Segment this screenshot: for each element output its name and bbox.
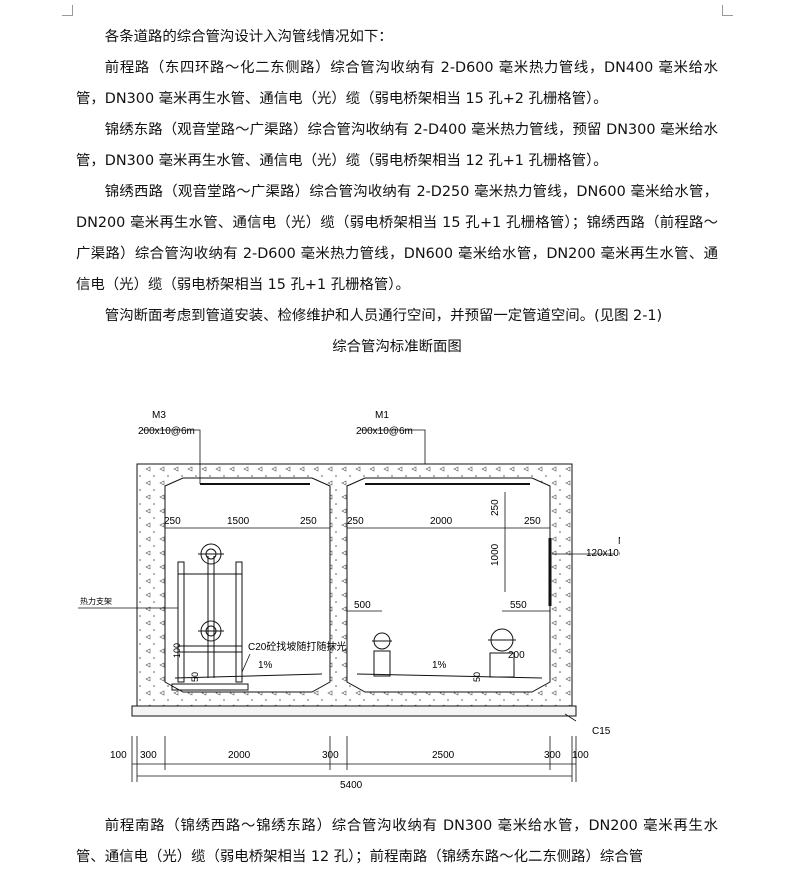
heat-pipe-support-frame — [171, 543, 249, 691]
paragraph-qiancheng-south-road: 前程南路（锦绣西路～锦绣东路）综合管沟收纳有 DN300 毫米给水管，DN200… — [76, 818, 718, 865]
water-pipe-left — [372, 632, 392, 677]
leader-lines — [78, 429, 615, 722]
dim-50-b: 50 — [472, 672, 482, 682]
m2-label: M2 — [618, 536, 620, 547]
left-floor-slope — [174, 673, 323, 679]
dim-250-b: 250 — [300, 516, 317, 527]
tunnel-concrete-structure — [131, 463, 577, 717]
heat-support-label: 热力支架 — [80, 596, 112, 606]
dim-1000: 1000 — [490, 543, 501, 566]
slope-right: 1% — [432, 660, 447, 671]
paragraph-qiancheng-road: 前程路（东四环路～化二东侧路）综合管沟收纳有 2-D600 毫米热力管线，DN4… — [76, 60, 718, 107]
m1-spec: 200x10@6m — [356, 426, 413, 437]
slope-left: 1% — [258, 660, 273, 671]
dim-bottom-100: 100 — [110, 750, 127, 761]
dim-100-small: 100 — [172, 643, 182, 658]
water-pipe-right — [488, 628, 516, 678]
dim-50: 50 — [190, 672, 200, 682]
paragraph-section-space: 管沟断面考虑到管道安装、检修维护和人员通行空间，并预留一定管道空间。(见图 2-… — [104, 308, 663, 324]
dim-2000-top: 2000 — [430, 516, 453, 527]
dim-250-a: 250 — [164, 516, 181, 527]
figure-caption: 综合管沟标准断面图 — [332, 339, 462, 355]
dim-bottom-2000: 2000 — [228, 750, 251, 761]
utility-tunnel-cross-section-drawing: M3 200x10@6m M1 200x10@6m M2 120x10@1m 热… — [60, 396, 620, 796]
dim-bottom-2500: 2500 — [432, 750, 455, 761]
c15-label: C15 — [592, 726, 611, 737]
dim-bottom-300-a: 300 — [140, 750, 157, 761]
interior-dimension-lines — [165, 492, 550, 612]
dim-1500: 1500 — [227, 516, 250, 527]
m3-spec: 200x10@6m — [138, 426, 195, 437]
document-body-continued: 前程南路（锦绣西路～锦绣东路）综合管沟收纳有 DN300 毫米给水管，DN200… — [76, 811, 718, 873]
dim-550: 550 — [510, 600, 527, 611]
page-corner-mark-top-right — [722, 5, 733, 16]
paragraph-jinxiu-east-road: 锦绣东路（观音堂路～广渠路）综合管沟收纳有 2-D400 毫米热力管线，预留 D… — [76, 122, 718, 169]
dim-bottom-100-b: 100 — [572, 750, 589, 761]
dim-bottom-300-b: 300 — [322, 750, 339, 761]
dim-250-vertical: 250 — [490, 499, 501, 516]
dim-total-width: 5400 — [340, 780, 363, 791]
c20-note: C20砼找坡随打随抹光 — [248, 640, 346, 653]
m2-spec: 120x10@1m — [586, 548, 620, 559]
document-body: 各条道路的综合管沟设计入沟管线情况如下： 前程路（东四环路～化二东侧路）综合管沟… — [76, 22, 718, 363]
page-corner-mark-top-left — [62, 5, 73, 16]
dim-500: 500 — [354, 600, 371, 611]
dim-200: 200 — [508, 650, 525, 661]
dim-250-c: 250 — [347, 516, 364, 527]
m1-label: M1 — [375, 410, 389, 421]
dim-250-d: 250 — [524, 516, 541, 527]
dim-bottom-300-c: 300 — [544, 750, 561, 761]
paragraph-intro: 各条道路的综合管沟设计入沟管线情况如下： — [104, 29, 393, 45]
paragraph-jinxiu-west-road: 锦绣西路（观音堂路～广渠路）综合管沟收纳有 2-D250 毫米热力管线，DN60… — [76, 184, 718, 293]
bottom-dimension-lines — [131, 736, 577, 782]
m3-label: M3 — [152, 410, 166, 421]
